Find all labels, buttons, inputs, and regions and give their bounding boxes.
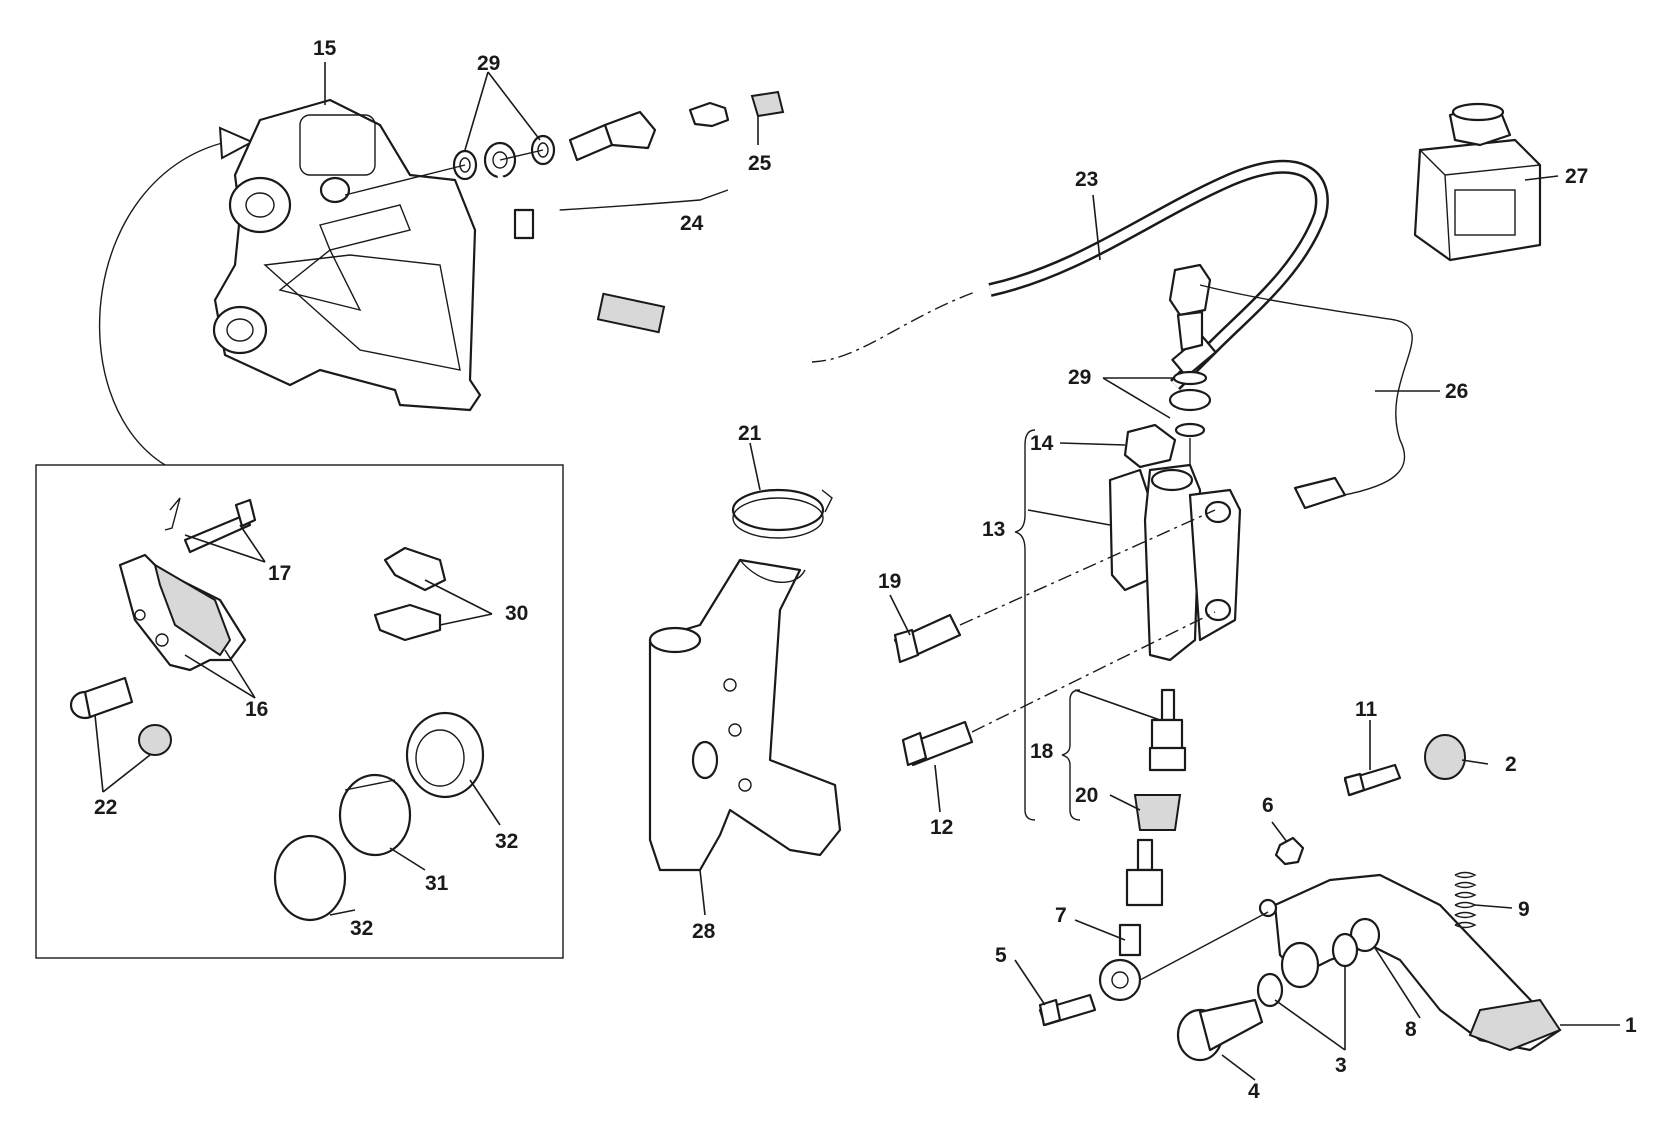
callout-22: 22 [94,796,117,819]
callout-6: 6 [1262,794,1274,817]
washers-29-mid [1168,370,1212,438]
dust-cap-25 [750,90,785,118]
callout-16: 16 [245,698,268,721]
pad-pin-17 [164,497,257,554]
plugs-22 [69,676,172,756]
inset-frame [35,464,564,959]
callout-32-right: 32 [495,830,518,853]
mount-bracket-28 [648,558,842,872]
oring-32b [273,834,347,922]
nut-6 [1274,836,1305,866]
callout-27: 27 [1565,165,1588,188]
leader-lines [94,62,1620,1081]
brake-fluid-bottle-27 [1413,102,1542,262]
bolt-19 [893,613,962,664]
master-cylinder-13 [1108,423,1242,662]
pushrod-18 [1148,688,1187,772]
brake-hose-23 [497,174,813,363]
callout-20: 20 [1075,784,1098,807]
washers-29-top [452,134,556,181]
brake-pads-16 [118,553,247,672]
callout-7: 7 [1055,904,1067,927]
callout-23: 23 [1075,168,1098,191]
callout-3: 3 [1335,1054,1347,1077]
callout-14: 14 [1030,432,1054,455]
washers-3 [1256,932,1359,1008]
hose-clamp-21 [731,488,833,539]
callout-29-top: 29 [477,52,500,75]
seal-32a [405,711,485,799]
callout-12: 12 [930,816,953,839]
callout-31: 31 [425,872,449,895]
callout-labels: 15 29 25 24 23 27 29 26 21 14 13 19 17 3… [94,37,1637,1103]
piston-31 [338,773,412,857]
callout-8: 8 [1405,1018,1417,1041]
inset-link-arrow [99,139,236,466]
brake-caliper [212,98,482,412]
boot-20 [1133,794,1182,831]
callout-24: 24 [680,212,704,235]
return-spring-9 [1454,871,1477,929]
callout-18: 18 [1030,740,1054,763]
callout-2: 2 [1505,753,1517,776]
bolt-12 [901,720,974,767]
brace-13 [1014,429,1036,821]
brake-light-switch-26 [1168,263,1413,510]
callout-11: 11 [1355,698,1378,721]
arrow-head-icon [218,126,255,160]
callout-5: 5 [995,944,1007,967]
pivot-bolt-4 [1176,998,1264,1062]
brake-hose-23-right [988,159,1329,390]
callout-29-mid: 29 [1068,366,1091,389]
callout-30: 30 [505,602,528,625]
bolt-5 [1038,993,1097,1027]
pad-spring-30 [373,546,447,642]
callout-25: 25 [748,152,772,175]
callout-32-bottom: 32 [350,917,373,940]
callout-13: 13 [982,518,1005,541]
callout-9: 9 [1518,898,1530,921]
callout-15: 15 [313,37,337,60]
callout-19: 19 [878,570,901,593]
callout-26: 26 [1445,380,1468,403]
callout-4: 4 [1248,1080,1260,1103]
clevis-7 [1098,923,1142,1002]
bumper-2 [1343,734,1466,797]
callout-17: 17 [268,562,291,585]
clevis-rod [1125,838,1164,907]
bleed-valve-24 [554,101,730,216]
callout-28: 28 [692,920,716,943]
brake-pedal-1 [1258,873,1562,1052]
hose-path-dashed [811,291,976,363]
callout-1: 1 [1625,1014,1637,1037]
callout-21: 21 [738,422,762,445]
brace-18 [1061,689,1081,821]
